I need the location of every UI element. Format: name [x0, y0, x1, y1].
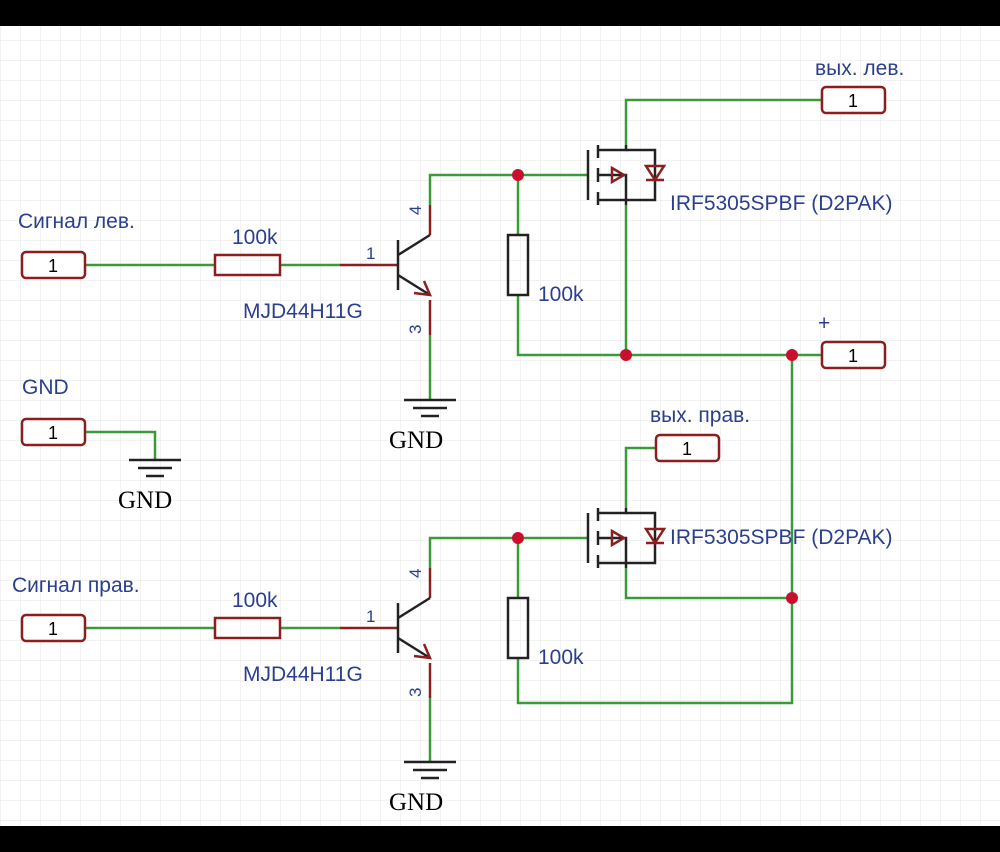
m2-diode-wire: [626, 511, 657, 565]
q1-emitter-diag: [397, 273, 431, 297]
label-r1-value: 100k: [232, 226, 278, 249]
junctions: [512, 169, 798, 604]
label-m1-name: IRF5305SPBF (D2PAK): [670, 192, 893, 215]
ground-symbol-port: [129, 458, 181, 478]
label-q2-name: MJD44H11G: [243, 663, 363, 686]
resistor-r2-body: [213, 616, 282, 640]
label-ground-q1: GND: [389, 427, 443, 454]
port-signal-left[interactable]: 1: [20, 250, 87, 280]
resistor-r1[interactable]: [213, 253, 282, 277]
q1-collector-diag: [397, 233, 431, 257]
port-out-right[interactable]: 1: [654, 433, 721, 463]
resistor-r3-body: [506, 233, 530, 297]
wire-q1-collector-gate-m1: [428, 173, 588, 205]
wire-plus-rail: [516, 355, 794, 705]
wire-m2-source-rail: [624, 568, 792, 600]
wire-r3-bottom-to-plus: [516, 295, 822, 357]
label-signal-left: Сигнал лев.: [18, 210, 135, 233]
m2-diode: [643, 527, 667, 546]
port-plus[interactable]: 1: [820, 340, 887, 370]
q2-emitter-diag: [397, 636, 431, 660]
canvas-grid: [0, 26, 1000, 826]
label-signal-right: Сигнал прав.: [12, 574, 140, 597]
ground-symbol-q1: [404, 398, 456, 418]
q1-emitter-arrow: [413, 280, 433, 297]
port-out-right-num: 1: [682, 439, 692, 459]
resistor-r4-body: [506, 596, 530, 660]
transistor-q2[interactable]: [340, 568, 433, 698]
q2-pin-emitter: 3: [406, 688, 425, 697]
port-signal-right[interactable]: 1: [20, 613, 87, 643]
label-m2-name: IRF5305SPBF (D2PAK): [670, 526, 893, 549]
label-out-right: вых. прав.: [650, 404, 750, 427]
wires: [85, 98, 822, 762]
label-out-left: вых. лев.: [815, 57, 904, 80]
label-plus: +: [818, 312, 830, 335]
m1-body-arrow: [610, 165, 627, 185]
q2-emitter-arrow: [413, 643, 433, 660]
mosfet-m1[interactable]: [586, 145, 667, 205]
label-ground-q2: GND: [389, 789, 443, 816]
port-gnd-num: 1: [48, 423, 58, 443]
junction-m2-gate: [512, 532, 524, 544]
junction-m1-source: [620, 349, 632, 361]
label-r3-value: 100k: [538, 283, 584, 306]
junction-m1-gate: [512, 169, 524, 181]
port-out-left[interactable]: 1: [820, 85, 887, 115]
label-gnd-port: GND: [22, 376, 69, 399]
q1-pin-collector: 4: [406, 206, 425, 215]
q2-collector-diag: [397, 596, 431, 620]
port-out-left-num: 1: [848, 91, 858, 111]
port-signal-right-num: 1: [48, 619, 58, 639]
wire-q2-collector-gate-m2: [428, 536, 588, 568]
resistor-r2[interactable]: [213, 616, 282, 640]
label-r2-value: 100k: [232, 589, 278, 612]
q1-pin-base: 1: [366, 244, 375, 263]
resistor-r3[interactable]: [506, 233, 530, 297]
m1-diode-wire: [626, 148, 657, 202]
label-r4-value: 100k: [538, 646, 584, 669]
q1-pin-emitter: 3: [406, 325, 425, 334]
port-plus-num: 1: [848, 346, 858, 366]
port-signal-left-num: 1: [48, 256, 58, 276]
ground-symbol-q2: [404, 760, 456, 780]
junction-plus: [786, 349, 798, 361]
q2-pin-collector: 4: [406, 569, 425, 578]
resistor-r1-body: [213, 253, 282, 277]
transistor-q1[interactable]: [340, 205, 433, 335]
wire-m1-drain-out-left: [624, 98, 822, 145]
resistor-r4[interactable]: [506, 596, 530, 660]
label-ground-port: GND: [118, 487, 172, 514]
wire-gnd-port: [85, 430, 157, 460]
m1-diode: [643, 164, 667, 183]
wire-m2-drain-out-right: [624, 446, 656, 508]
mosfet-m2[interactable]: [586, 508, 667, 568]
port-gnd[interactable]: 1: [20, 417, 87, 447]
label-q1-name: MJD44H11G: [243, 300, 363, 323]
m2-body-arrow: [610, 528, 627, 548]
junction-m2-source: [786, 592, 798, 604]
q2-pin-base: 1: [366, 607, 375, 626]
